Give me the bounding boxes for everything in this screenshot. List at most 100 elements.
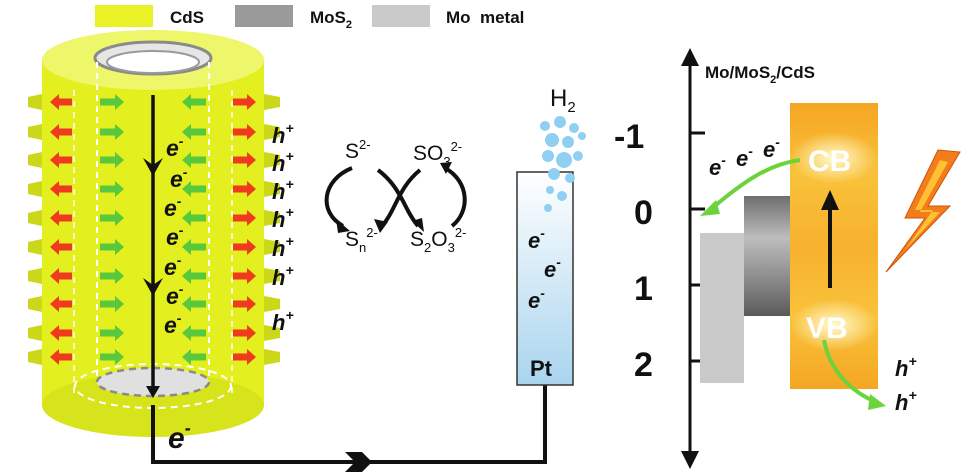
hole-arrow-left [59, 98, 72, 106]
hole-arrow-right [233, 98, 247, 106]
hole-arrow-left-head [50, 325, 59, 341]
cb-electron-3: e- [763, 134, 780, 162]
nanorod-electron: e- [166, 133, 184, 161]
electron-arrow-right [191, 156, 206, 164]
electron-arrow-right [191, 98, 206, 106]
nanorod-hole-labels: h+h+h+h+h+h+h+ [272, 120, 294, 335]
hydrogen-bubbles [540, 116, 586, 212]
hydrogen-bubble [557, 191, 567, 201]
hydrogen-bubble [542, 150, 554, 162]
tick-label-1: 1 [634, 270, 653, 308]
hole-arrow-right-head [247, 124, 256, 140]
electron-arrow-right-head [182, 210, 191, 226]
electron-arrow-right [191, 329, 206, 337]
electron-arrow-right-head [182, 325, 191, 341]
electron-arrow-left [100, 272, 115, 280]
nanorod-fin-right [264, 296, 280, 312]
nanorod-electron-labels: e-e-e-e-e-e-e- [164, 133, 188, 338]
electron-arrow-left [100, 128, 115, 136]
nanorod-hole: h+ [272, 233, 294, 261]
sn-label: Sn2- [345, 225, 378, 255]
s2o3-label: S2O32- [410, 225, 466, 255]
redox-arrow-right [443, 166, 467, 228]
electron-arrow-right-head [182, 124, 191, 140]
s2-minus-label: S2- [345, 137, 371, 163]
electron-arrow-right [191, 272, 206, 280]
wire-electron-label: e- [168, 418, 191, 455]
electron-arrow-right [191, 243, 206, 251]
tick-label-0: 0 [634, 194, 653, 232]
cb-electron-1: e- [709, 152, 726, 180]
vb-hole-1: h+ [895, 353, 917, 381]
hydrogen-bubble [565, 173, 575, 183]
hole-arrow-right-head [247, 325, 256, 341]
nanorod-electron: e- [164, 310, 182, 338]
hole-arrow-left-head [50, 124, 59, 140]
electron-arrow-right-head [182, 296, 191, 312]
electron-arrow-right-head [182, 349, 191, 365]
legend-swatch-cds [95, 5, 153, 27]
electron-arrow-right [191, 353, 206, 361]
nanorod-electron: e- [170, 164, 188, 192]
hole-arrow-right [233, 214, 247, 222]
nanorod-fin-right [264, 349, 280, 365]
legend-label-mo-metal: Mo metal [446, 8, 524, 27]
hydrogen-bubble [544, 204, 552, 212]
nanorod-fin-right [264, 124, 280, 140]
nanorod-hole: h+ [272, 307, 294, 335]
electron-arrow-left [100, 185, 115, 193]
nanorod-fin-left [28, 268, 42, 284]
vb-hole-2: h+ [895, 387, 917, 415]
redox-arrow-cross-2 [380, 168, 422, 228]
hole-arrow-left [59, 128, 72, 136]
nanorod-fin-left [28, 349, 42, 365]
pt-label: Pt [530, 356, 553, 381]
legend-swatch-mos2 [235, 5, 293, 27]
hole-arrow-right-head [247, 152, 256, 168]
electron-arrowhead-bottom [143, 278, 163, 296]
nanorod-fin-right [264, 210, 280, 226]
electron-arrow-left-head [115, 94, 124, 110]
hole-arrow-left [59, 353, 72, 361]
electron-arrowhead-top [143, 158, 163, 176]
hole-arrow-right-head [247, 349, 256, 365]
hole-arrow-right-head [247, 210, 256, 226]
electron-arrow-left [100, 98, 115, 106]
nanorod-fin-right [264, 94, 280, 110]
nanorod-fin-right [264, 268, 280, 284]
hole-arrow-right-head [247, 94, 256, 110]
hole-arrow-right [233, 128, 247, 136]
energy-diagram: Mo/MoS2/CdS -1 0 1 2 CB VB e- e- e- h+ h… [614, 48, 961, 469]
electron-arrow-right-head [182, 268, 191, 284]
hole-arrow-right-head [247, 239, 256, 255]
electron-arrow-left [100, 300, 115, 308]
electron-arrow-right-head [182, 239, 191, 255]
nanorod-fin-left [28, 325, 42, 341]
cds-nanorod: e-e-e-e-e-e-e- h+h+h+h+h+h+h+ [28, 30, 294, 437]
hole-arrow-right-head [247, 268, 256, 284]
electron-arrow-left-head [115, 349, 124, 365]
electron-arrow-right [191, 128, 206, 136]
electron-arrow-right [191, 214, 206, 222]
tick-label-2: 2 [634, 346, 653, 384]
hole-arrow-right-head [247, 181, 256, 197]
hydrogen-bubble [554, 116, 566, 128]
electron-arrow-left-head [115, 181, 124, 197]
electron-arrow-right-head [182, 152, 191, 168]
electron-arrow-left [100, 243, 115, 251]
hole-arrow-right [233, 272, 247, 280]
electron-arrow-left-head [115, 268, 124, 284]
nanorod-fin-left [28, 210, 42, 226]
hole-arrow-left [59, 243, 72, 251]
hydrogen-bubble [548, 168, 560, 180]
legend-label-mos2: MoS2 [310, 8, 352, 31]
pt-electron-1: e- [528, 225, 545, 253]
nanorod-fin-right [264, 181, 280, 197]
nanorod-fin-left [28, 152, 42, 168]
hole-arrow-left [59, 272, 72, 280]
hole-arrow-right [233, 243, 247, 251]
sulfide-redox-cycle: S2- SO32- Sn2- S2O32- [324, 137, 467, 255]
so3-label: SO32- [413, 139, 462, 169]
electron-arrow-right-head [182, 94, 191, 110]
